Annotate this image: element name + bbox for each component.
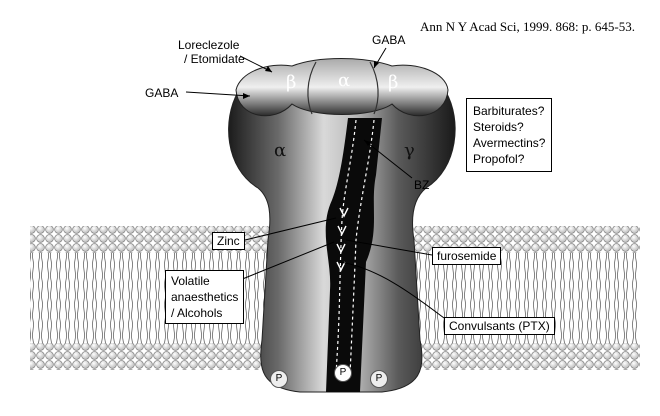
convulsants-box: Convulsants (PTX) xyxy=(444,317,555,335)
leader-convulsants xyxy=(339,261,445,319)
phosphate-site-center: P xyxy=(334,364,352,382)
volatile-box: Volatile anaesthetics / Alcohols xyxy=(165,270,245,324)
arrowhead-loreclezole xyxy=(265,66,272,72)
arrowhead-gaba-top xyxy=(374,61,379,68)
subunit-beta-left: β xyxy=(286,72,297,93)
loreclezole-line-1: Loreclezole xyxy=(178,38,240,52)
leader-arrowheads xyxy=(243,61,379,146)
flow-arrow-3 xyxy=(336,243,346,254)
modulator-barbiturates: Barbiturates? xyxy=(473,104,545,118)
volatile-line-3: / Alcohols xyxy=(171,306,223,320)
bz-label: BZ xyxy=(414,178,430,192)
loreclezole-label: Loreclezole / Etomidate xyxy=(178,38,245,66)
phosphate-site-left: P xyxy=(270,370,288,388)
flow-arrow-1 xyxy=(339,207,349,218)
leader-zinc xyxy=(244,217,337,241)
flow-arrow-2 xyxy=(337,225,347,236)
modulator-list-box: Barbiturates? Steroids? Avermectins? Pro… xyxy=(466,98,553,172)
ring-divider-left xyxy=(307,61,317,115)
receptor-top-ring xyxy=(235,58,449,117)
volatile-line-2: anaesthetics xyxy=(171,290,239,304)
volatile-line-1: Volatile xyxy=(171,274,210,288)
arrowhead-bz xyxy=(364,140,371,146)
modulator-avermectins: Avermectins? xyxy=(473,136,546,150)
pore-dashed-left xyxy=(335,119,357,376)
gaba-top-label: GABA xyxy=(372,33,406,47)
citation-text: Ann N Y Acad Sci, 1999. 868: p. 645-53. xyxy=(420,19,635,34)
subunit-alpha-side: α xyxy=(274,140,287,161)
leader-volatile xyxy=(234,241,335,283)
subunit-gamma-side: γ xyxy=(404,140,415,161)
phosphate-site-right: P xyxy=(370,370,388,388)
subunit-beta-right: β xyxy=(388,72,399,93)
modulator-propofol: Propofol? xyxy=(473,152,525,166)
zinc-box: Zinc xyxy=(212,232,245,250)
flow-arrow-4 xyxy=(336,261,346,272)
ion-pore xyxy=(325,118,382,392)
loreclezole-line-2: / Etomidate xyxy=(184,52,245,66)
leader-bz xyxy=(363,139,413,179)
arrowhead-gaba-left xyxy=(243,93,250,99)
leader-furosemide xyxy=(345,239,433,256)
gaba-left-label: GABA xyxy=(145,86,179,100)
pore-dashed-right xyxy=(349,119,375,376)
ring-divider-right xyxy=(369,61,379,115)
subunit-alpha-top: α xyxy=(338,70,351,91)
furosemide-box: furosemide xyxy=(432,247,502,265)
leader-gaba-left xyxy=(185,91,251,97)
modulator-steroids: Steroids? xyxy=(473,120,524,134)
